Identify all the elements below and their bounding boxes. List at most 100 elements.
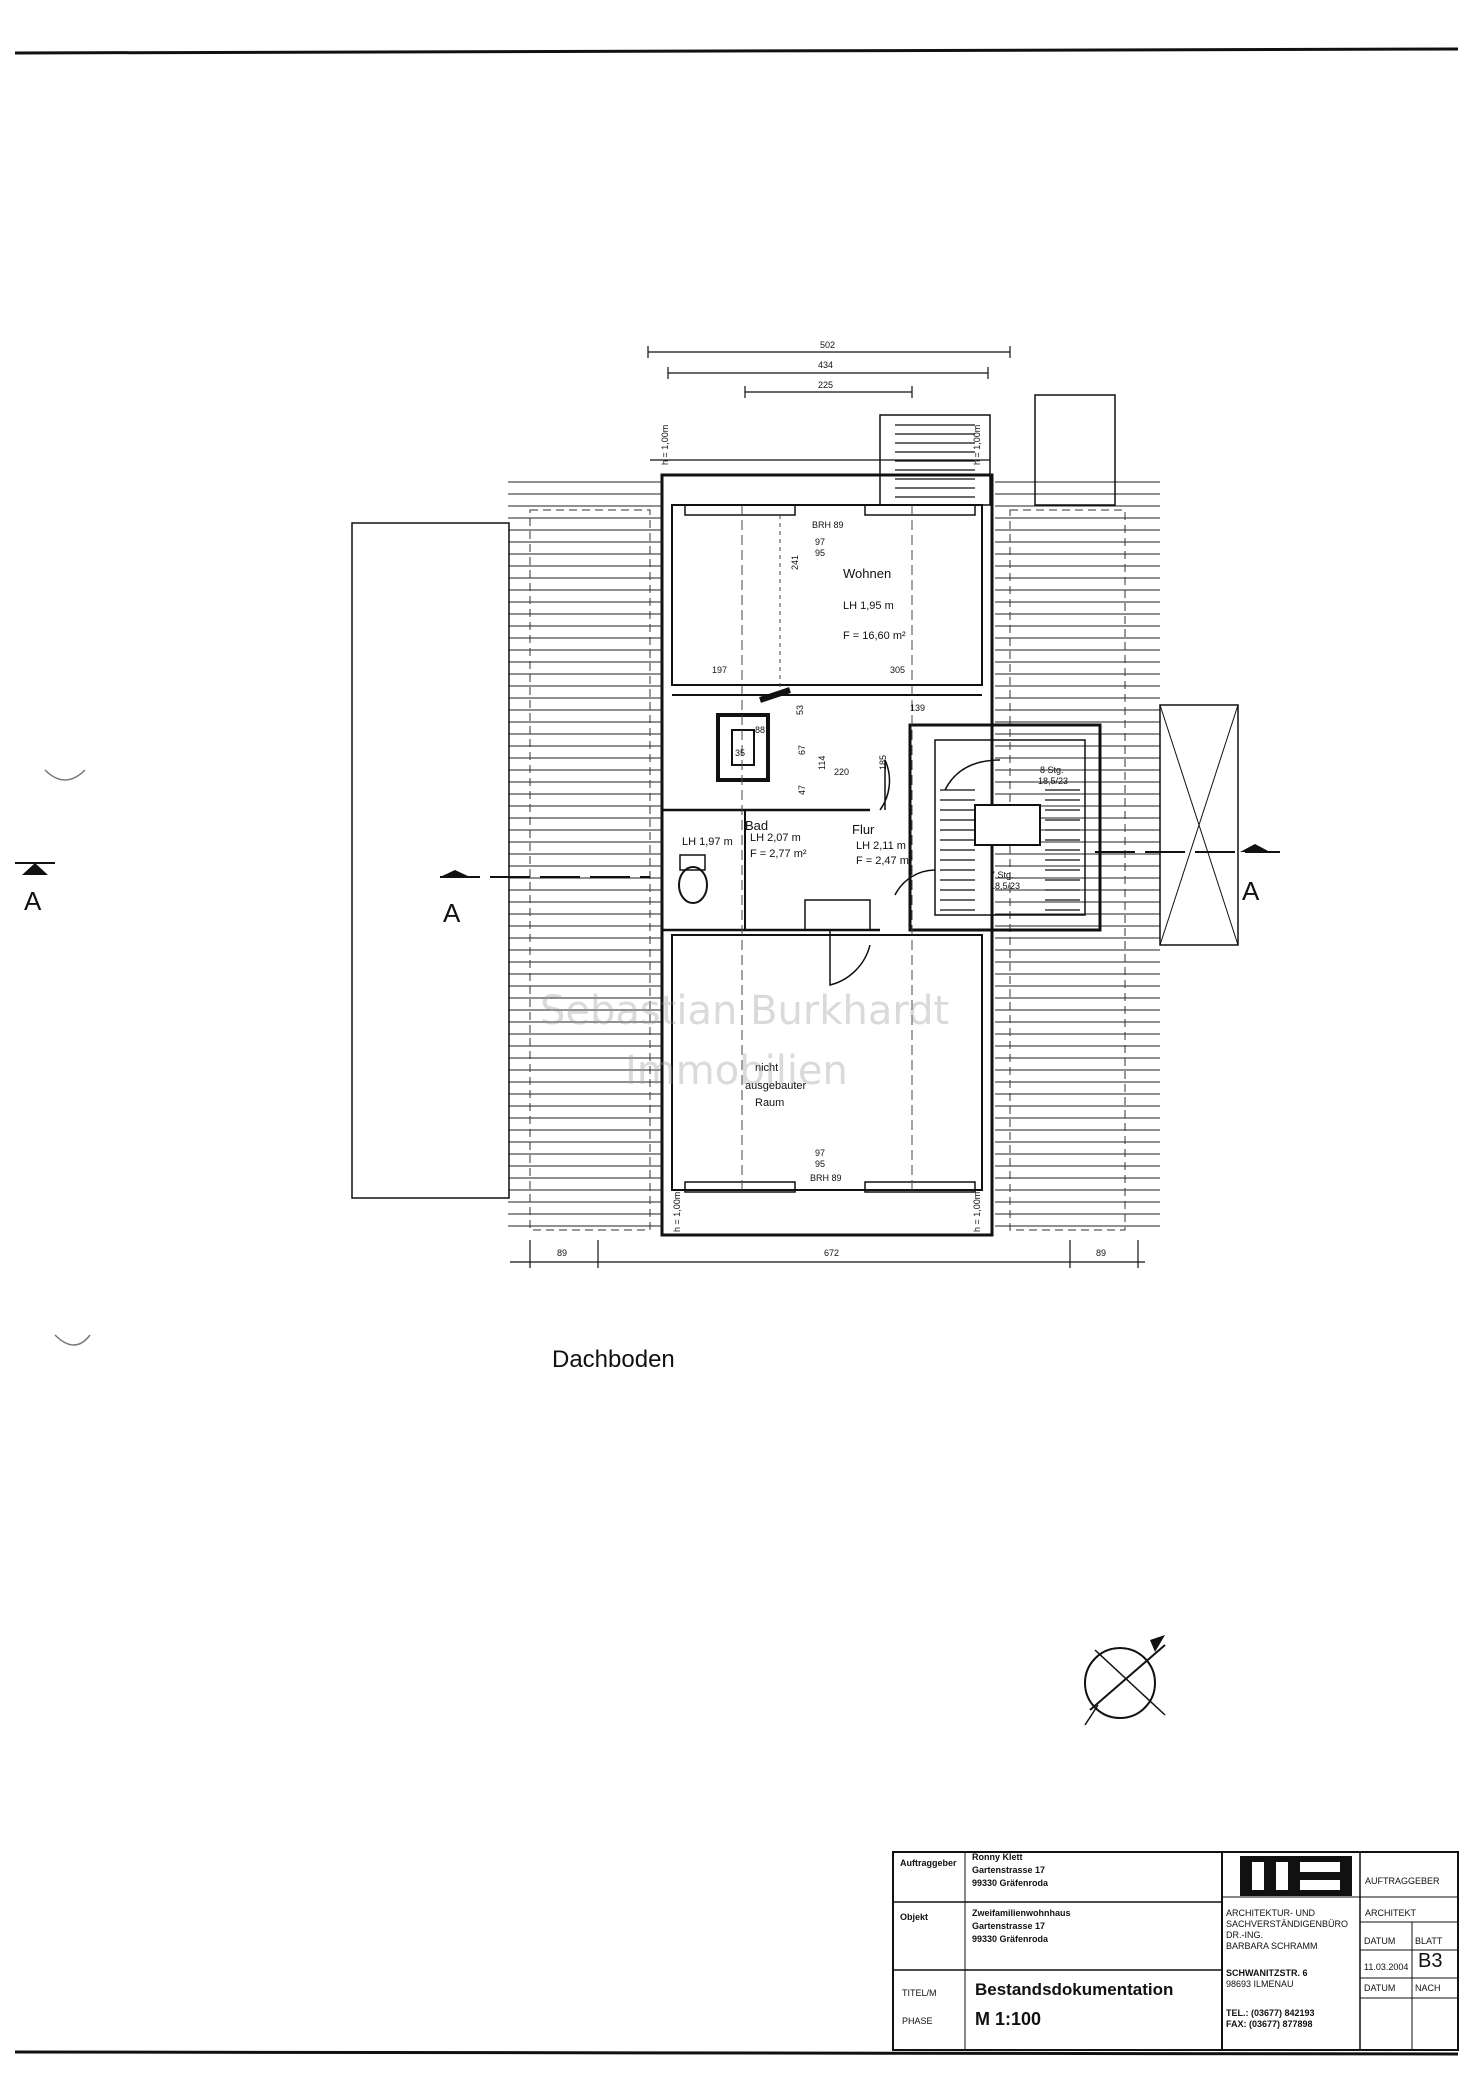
section-letter-left: A [443,898,461,928]
tb-fax: FAX: (03677) 877898 [1226,2019,1313,2029]
punch-hole-mark-1 [44,769,86,781]
plan-caption: Dachboden [552,1346,675,1373]
tb-auftraggeber-1: Ronny Klett [972,1852,1023,1862]
flur-recess [804,899,871,931]
dim-bot-brh: BRH 89 [810,1173,842,1183]
tb-phase-label: PHASE [902,2016,933,2026]
section-arrow-right [1240,844,1270,852]
tb-datum-label: DATUM [1364,1936,1396,1946]
tb-nach-label: NACH [1415,1983,1441,1993]
top-chimney-box [1034,394,1116,506]
architect-logo [1240,1856,1352,1896]
punch-hole-mark-2 [54,1334,91,1346]
roof-right-hatching [995,481,1160,1227]
right-dormer-diag-2 [1159,704,1239,946]
dim-47: 47 [797,784,807,795]
tb-objekt-1: Zweifamilienwohnhaus [972,1908,1071,1918]
dim-53: 53 [795,704,805,715]
top-stair-treads [895,424,975,498]
dim-35: 35 [735,748,746,758]
room-raum-line2: ausgebauter [745,1080,807,1092]
flur-door-swing [879,759,891,811]
roof-left-hatching [508,481,662,1227]
toilet-fixture [678,866,708,904]
room-flur-lh: LH 2,11 m [856,840,906,852]
dim-114: 114 [817,755,827,770]
room-bad-lh-2: LH 1,97 m [682,836,733,848]
roof-left-dashed-outline [529,509,651,1231]
tb-datum-value: 11.03.2004 [1364,1962,1409,1972]
room-flur-name: Flur [852,822,875,837]
wohnen-room-wall [671,504,983,686]
watermark-line2: Immobilien [625,1048,848,1094]
h-mark-top-left: h = 1,00m [660,424,670,465]
chimney-inner [731,729,755,766]
tb-arch-addr2: 98693 ILMENAU [1226,1979,1294,1989]
stair-upper-steps: 8 Stg. [1040,765,1064,775]
dim-bot-97: 97 [815,1148,826,1158]
tb-auftraggeber-3: 99330 Gräfenroda [972,1878,1049,1888]
tb-auftraggeber-label: Auftraggeber [900,1858,957,1868]
stair-upper-ratio: 18,5/23 [1038,776,1069,786]
tb-objekt-3: 99330 Gräfenroda [972,1934,1049,1944]
tb-arch-1: ARCHITEKTUR- UND [1226,1908,1315,1918]
dim-67: 67 [797,744,807,755]
dim-top-mid: 434 [818,360,834,370]
tb-arch-2: SACHVERSTÄNDIGENBÜRO [1226,1919,1349,1929]
tb-objekt-2: Gartenstrasse 17 [972,1921,1046,1931]
roof-right-dashed-outline [1009,509,1126,1231]
tb-blatt-value: B3 [1418,1950,1443,1972]
tb-blatt-label: BLATT [1415,1936,1443,1946]
section-letter-right: A [1242,876,1260,906]
stair-lower-ratio: 18,5/23 [990,881,1021,891]
tb-datum2-label: DATUM [1364,1983,1396,1993]
dim-139: 139 [910,703,926,713]
tb-arch-4: BARBARA SCHRAMM [1226,1941,1318,1951]
tb-titel-value: Bestandsdokumentation [975,1980,1174,1999]
h-mark-bottom-left: h = 1,00m [672,1191,682,1232]
dim-220: 220 [834,767,850,777]
section-arrow-outer [22,863,48,875]
dim-top-97: 97 [815,537,826,547]
room-wohnen-area: F = 16,60 m² [843,630,906,642]
tb-arch-3: DR.-ING. [1226,1930,1263,1940]
dim-305: 305 [890,665,906,675]
bottom-window-right [864,1181,976,1193]
dim-bot-95: 95 [815,1159,826,1169]
staircase-inner-wall [934,739,1086,916]
room-bad-name: Bad [745,818,769,833]
section-letter-outer: A [24,886,42,916]
stair-door-swing [894,869,936,896]
dim-241: 241 [790,554,800,570]
right-dormer-box [1159,704,1239,946]
title-block-frame [892,1851,1459,2051]
dim-bottom-left: 89 [557,1248,568,1258]
dim-top-brh: BRH 89 [812,520,844,530]
h-mark-top-right: h = 1,00m [972,424,982,465]
top-border-line [14,47,1459,55]
room-raum-line1: nicht [755,1062,779,1074]
tb-arch-addr1: SCHWANITZSTR. 6 [1226,1968,1308,1978]
room-flur-area: F = 2,47 m² [856,855,913,867]
room-raum-line3: Raum [755,1097,785,1109]
stair-curve [944,759,1001,791]
dim-88: 88 [755,725,766,735]
h-mark-bottom-right: h = 1,00m [972,1191,982,1232]
room-wohnen-name: Wohnen [843,566,892,581]
dim-top-inner: 225 [818,380,834,390]
dim-top-95: 95 [815,548,826,558]
room-wohnen-lh: LH 1,95 m [843,600,894,612]
tb-auftraggeber-hdr: AUFTRAGGEBER [1365,1876,1440,1886]
stair-landing-well [974,804,1041,846]
bottom-dimension-lines [510,1240,1145,1268]
tb-objekt-label: Objekt [900,1912,929,1922]
tb-tel: TEL.: (03677) 842193 [1226,2008,1315,2018]
top-window-right [864,504,976,516]
roof-overhang-outline [351,522,510,1199]
dim-bottom-right: 89 [1096,1248,1107,1258]
top-dimension-lines [647,346,1011,461]
section-arrow-left [440,870,470,877]
top-window-left [684,504,796,516]
dim-197: 197 [712,665,728,675]
